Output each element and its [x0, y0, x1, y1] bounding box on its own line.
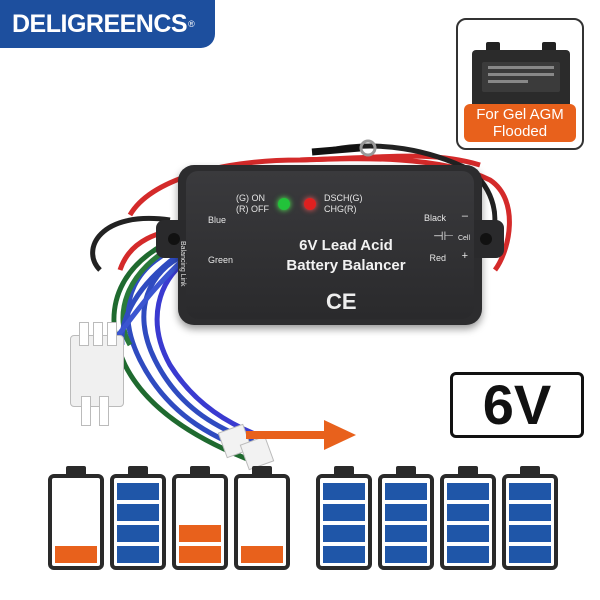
battery-charge-segment [447, 546, 489, 563]
minus-symbol: – [461, 210, 468, 222]
terminal-icon [486, 42, 500, 52]
battery-charge-segment [509, 504, 551, 521]
battery-charge-segment [241, 546, 283, 563]
red-led-icon [304, 198, 316, 210]
cell-label: Cell [457, 235, 470, 242]
battery-type-label: For Gel AGM Flooded [464, 104, 576, 142]
registered-mark: ® [188, 19, 195, 29]
mounting-ear [468, 220, 504, 258]
battery-charge-segment [447, 483, 489, 500]
led-green-label-1: (G) ON [236, 193, 265, 203]
battery-charge-segment [117, 483, 159, 500]
battery-type-line-1: For Gel AGM [476, 106, 564, 123]
battery-terminal [128, 466, 148, 475]
battery-icon [234, 474, 290, 570]
battery-balancer-device: (G) ON (R) OFF DSCH(G) CHG(R) 6V Lead Ac… [156, 165, 504, 325]
battery-charge-segment [323, 546, 365, 563]
battery-icon [440, 474, 496, 570]
led-green-label-2: (R) OFF [236, 204, 269, 214]
balancing-link-label: Balancing Link [179, 241, 186, 287]
battery-charge-segment [447, 525, 489, 542]
led-red-label-2: CHG(R) [324, 204, 357, 214]
device-title-line-2: Battery Balancer [286, 257, 406, 274]
battery-charge-segment [117, 504, 159, 521]
battery-terminal [252, 466, 272, 475]
plus-symbol: + [461, 250, 468, 262]
balancing-connector-plug [70, 322, 124, 426]
battery-charge-segment [509, 525, 551, 542]
device-title-line-1: 6V Lead Acid [299, 237, 393, 254]
arrow-right-icon [246, 420, 356, 450]
battery-charge-segment [447, 504, 489, 521]
battery-charge-segment [385, 504, 427, 521]
battery-charge-segment [179, 546, 221, 563]
red-wire-label: Red [429, 253, 446, 263]
green-led-icon [278, 198, 290, 210]
battery-icon [48, 474, 104, 570]
black-wire-label: Black [423, 213, 446, 223]
battery-terminal [66, 466, 86, 475]
battery-charge-segment [323, 483, 365, 500]
lead-acid-battery-image [472, 50, 570, 108]
battery-level-row [44, 466, 564, 576]
battery-type-line-2: Flooded [492, 123, 548, 140]
blue-wire-label: Blue [208, 215, 227, 225]
battery-terminal [396, 466, 416, 475]
battery-charge-segment [323, 525, 365, 542]
battery-terminal [458, 466, 478, 475]
terminal-icon [542, 42, 556, 52]
battery-type-card: For Gel AGM Flooded [456, 18, 584, 150]
green-wire-label: Green [208, 255, 234, 265]
battery-terminal [520, 466, 540, 475]
battery-charge-segment [509, 483, 551, 500]
battery-charge-segment [117, 525, 159, 542]
battery-icon [378, 474, 434, 570]
battery-charge-segment [509, 546, 551, 563]
battery-charge-segment [55, 546, 97, 563]
battery-terminal [334, 466, 354, 475]
ce-mark: CE [326, 289, 357, 314]
battery-charge-segment [385, 546, 427, 563]
battery-charge-segment [385, 525, 427, 542]
battery-icon [172, 474, 228, 570]
battery-charge-segment [323, 504, 365, 521]
battery-icon [110, 474, 166, 570]
cell-symbol-icon: ⊣⊢ [433, 229, 454, 243]
battery-icon [316, 474, 372, 570]
led-red-label-1: DSCH(G) [324, 193, 363, 203]
battery-charge-segment [117, 546, 159, 563]
voltage-badge: 6V [450, 372, 584, 438]
battery-charge-segment [385, 483, 427, 500]
battery-charge-segment [179, 525, 221, 542]
brand-logo: DELIGREENCS ® [0, 0, 215, 48]
battery-terminal [190, 466, 210, 475]
battery-icon [502, 474, 558, 570]
brand-name: DELIGREENCS [12, 9, 188, 38]
